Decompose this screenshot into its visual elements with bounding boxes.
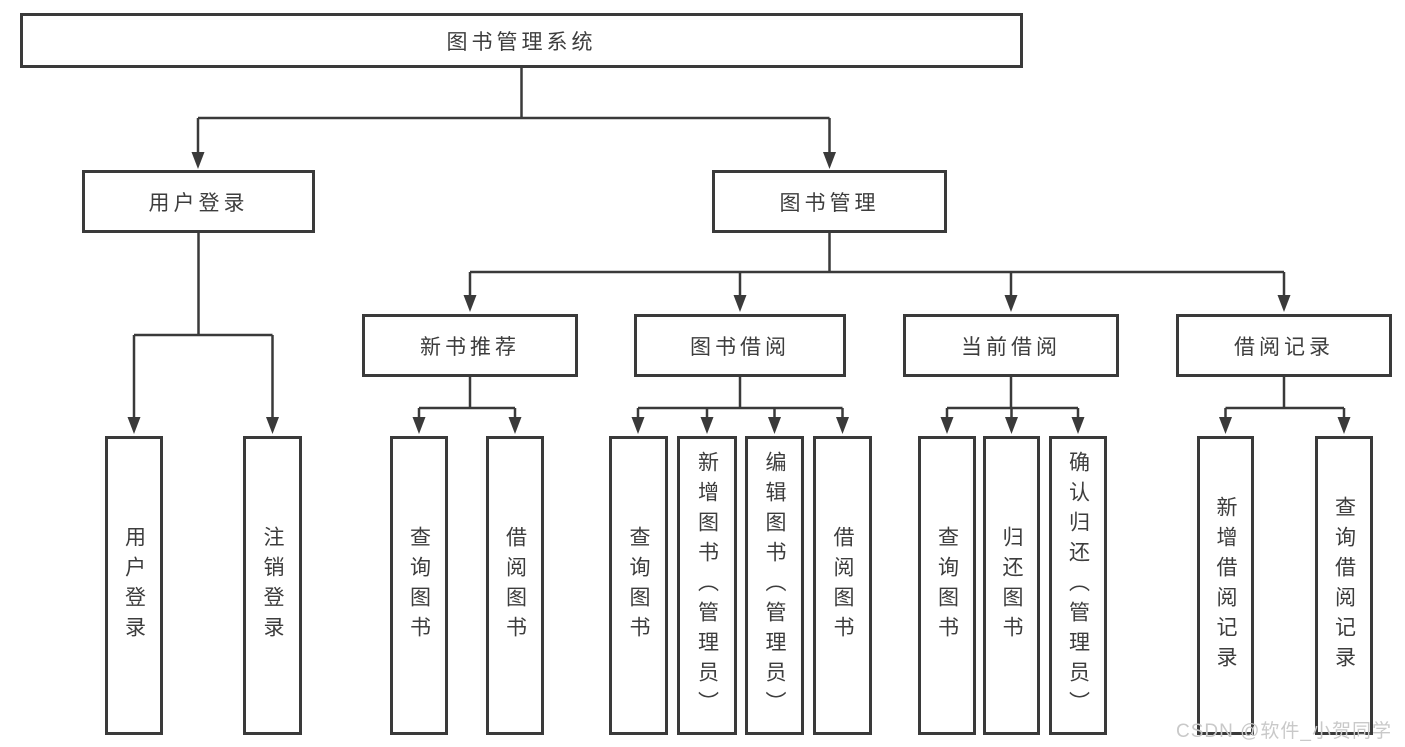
node-label: 借阅记录: [1234, 335, 1334, 359]
leaf-current-return-books: 归还图书: [983, 436, 1040, 735]
leaf-label: 查询图书: [935, 525, 959, 646]
arrowhead-icon: [266, 417, 279, 434]
leaf-label: 新增图书（管理员）: [695, 450, 719, 721]
node-library-management-system: 图书管理系统: [20, 13, 1023, 68]
connector-path: [132, 68, 1346, 419]
leaf-borrowing-edit-books-admin: 编辑图书（管理员）: [745, 436, 804, 735]
arrowhead-icon: [733, 295, 747, 312]
node-label: 图书管理系统: [446, 30, 597, 54]
leaf-label: 归还图书: [1000, 525, 1023, 646]
arrowhead-icon: [1337, 417, 1351, 434]
leaf-newbook-borrow-books: 借阅图书: [486, 436, 544, 735]
arrowhead-icon: [631, 417, 645, 434]
leaf-records-add-borrow-record: 新增借阅记录: [1197, 436, 1254, 735]
leaf-label: 查询图书: [407, 525, 431, 646]
leaf-label: 确认归还（管理员）: [1066, 450, 1090, 721]
arrowhead-icon: [1005, 417, 1018, 434]
leaf-logout-login: 注销登录: [243, 436, 302, 735]
leaf-borrowing-query-books: 查询图书: [609, 436, 668, 735]
node-user-login: 用户登录: [82, 170, 315, 233]
arrowhead-icon: [1219, 417, 1232, 434]
node-label: 当前借阅: [961, 335, 1061, 359]
leaf-newbook-query-books: 查询图书: [390, 436, 448, 735]
leaf-label: 新增借阅记录: [1214, 495, 1237, 676]
arrowhead-icon: [940, 417, 954, 434]
arrowhead-icon: [412, 417, 426, 434]
arrowhead-icon: [191, 152, 205, 169]
leaf-label: 用户登录: [122, 525, 146, 646]
arrowhead-icon: [1071, 417, 1085, 434]
node-book-borrowing: 图书借阅: [634, 314, 846, 377]
leaf-label: 借阅图书: [831, 525, 854, 646]
arrowhead-icon: [823, 152, 836, 169]
leaf-user-login: 用户登录: [105, 436, 163, 735]
node-label: 新书推荐: [420, 335, 520, 359]
arrowhead-icon: [127, 417, 141, 434]
node-book-management: 图书管理: [712, 170, 947, 233]
arrowhead-icon: [463, 295, 477, 312]
node-current-borrowing: 当前借阅: [903, 314, 1119, 377]
arrowhead-icon: [508, 417, 522, 434]
arrowheads: [127, 152, 1351, 434]
leaf-label: 借阅图书: [503, 525, 527, 646]
leaf-label: 查询借阅记录: [1332, 495, 1356, 676]
leaf-label: 编辑图书（管理员）: [763, 450, 786, 721]
node-borrowing-records: 借阅记录: [1176, 314, 1392, 377]
csdn-watermark: CSDN @软件_小贺同学: [1176, 721, 1392, 742]
arrowhead-icon: [836, 417, 849, 434]
arrowhead-icon: [700, 417, 714, 434]
leaf-borrowing-borrow-books: 借阅图书: [813, 436, 872, 735]
leaf-borrowing-add-books-admin: 新增图书（管理员）: [677, 436, 737, 735]
node-label: 图书借阅: [690, 335, 790, 359]
arrowhead-icon: [1277, 295, 1291, 312]
leaf-label: 注销登录: [261, 525, 284, 646]
leaf-records-query-borrow-record: 查询借阅记录: [1315, 436, 1373, 735]
leaf-label: 查询图书: [627, 525, 650, 646]
node-new-book-recommendation: 新书推荐: [362, 314, 578, 377]
arrowhead-icon: [1004, 295, 1018, 312]
leaf-current-query-books: 查询图书: [918, 436, 976, 735]
leaf-current-confirm-return-admin: 确认归还（管理员）: [1049, 436, 1107, 735]
node-label: 图书管理: [779, 191, 880, 215]
arrowhead-icon: [768, 417, 781, 434]
node-label: 用户登录: [148, 191, 249, 215]
